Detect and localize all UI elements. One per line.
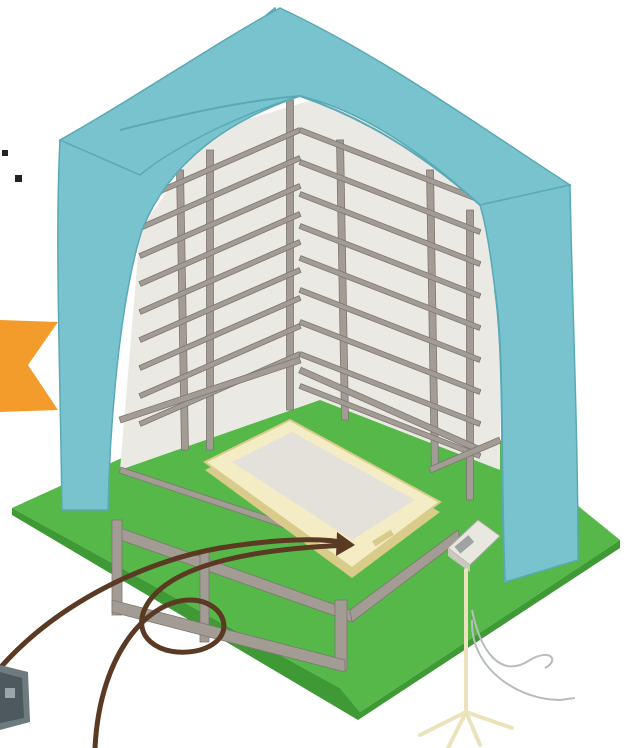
arrow-accent-icon: [0, 320, 58, 412]
power-unit-icon: [0, 665, 30, 730]
dot-marks: [2, 150, 22, 182]
